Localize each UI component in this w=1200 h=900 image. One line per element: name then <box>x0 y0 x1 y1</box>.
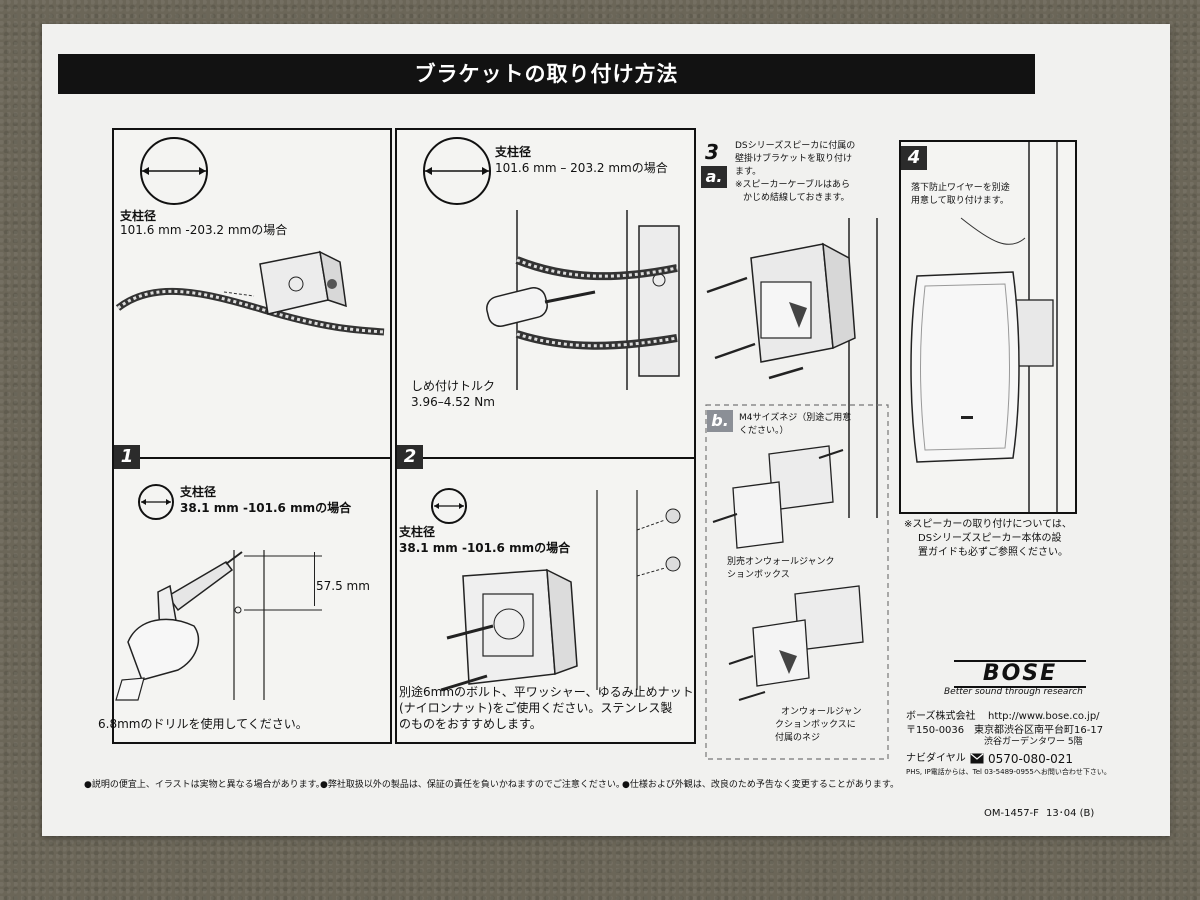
step-3a-text-1: DSシリーズスピーカに付属の <box>735 141 856 151</box>
company-address-2: 渋谷ガーデンタワー 5階 <box>984 737 1083 747</box>
dimension-line <box>314 552 315 606</box>
brand-tagline: Better sound through research <box>944 687 1083 697</box>
phs-note: PHS, IP電話からは、Tel 03-5489-0955へお問い合わせ下さい。 <box>906 768 1111 776</box>
panel-pole-large-torque-and-step-2: 支柱径 101.6 mm – 203.2 mmの場合 しめ付けトルク 3.96–… <box>395 128 696 744</box>
step-2-diameter-label: 支柱径 <box>399 525 436 539</box>
junction-box-label-2: ションボックス <box>727 570 790 580</box>
company-postal: 〒150-0036 <box>906 725 965 736</box>
pole-diameter-range: 101.6 mm – 203.2 mmの場合 <box>495 161 668 175</box>
step-3a-text-4: ※スピーカーケーブルはあら <box>735 180 851 190</box>
step-3a-text-3: ます。 <box>735 167 762 177</box>
step-2-caption-line-3: のものをおすすめします。 <box>399 717 542 731</box>
navi-dial-number: 0570-080-021 <box>988 752 1074 766</box>
screw-label-1: オンウォールジャン <box>781 707 862 717</box>
junction-box-illustration <box>712 445 864 701</box>
step-3b-dashed-frame <box>705 404 889 760</box>
step-3-number: 3 <box>705 140 719 164</box>
pole-diameter-small-icon <box>138 484 174 520</box>
mounted-speaker-illustration <box>910 142 1058 512</box>
step-1-caption: 6.8mmのドリルを使用してください。 <box>98 717 308 731</box>
navi-dial-label: ナビダイヤル <box>906 753 966 764</box>
step-2-diameter-range: 38.1 mm -101.6 mmの場合 <box>399 541 571 555</box>
step-3b-badge: b. <box>707 410 733 432</box>
drill-illustration <box>115 550 322 701</box>
install-note-3: 置ガイドも必ずご参照ください。 <box>918 547 1068 558</box>
bose-logo: BOSE <box>954 660 1086 688</box>
bracket-bolts-illustration <box>440 490 681 692</box>
company-address-1: 東京都渋谷区南平台町16-17 <box>974 725 1104 736</box>
wall-bracket-illustration <box>706 218 878 518</box>
company-url: http://www.bose.co.jp/ <box>988 711 1100 722</box>
step-2-caption-line-1: 別途6mmのボルト、平ワッシャー、ゆるみ止めナット <box>399 685 694 699</box>
footer-note-1: ●説明の便宜上、イラストは実物と異なる場合があります。 <box>84 780 325 790</box>
pole-diameter-label: 支柱径 <box>120 209 157 223</box>
company-name: ボーズ株式会社 <box>906 711 976 722</box>
step-3a-text-5: かじめ結線しておきます。 <box>743 193 850 203</box>
pole-diameter-icon <box>423 137 491 205</box>
panel-step-4: 4 落下防止ワイヤーを別途 用意して取り付けます。 <box>899 140 1077 514</box>
screw-label-2: クションボックスに <box>775 720 856 730</box>
pole-diameter-range: 101.6 mm -203.2 mmの場合 <box>120 223 288 237</box>
pole-diameter-label: 支柱径 <box>495 145 532 159</box>
safety-wire-text-2: 用意して取り付けます。 <box>911 196 1009 206</box>
dimension-value: 57.5 mm <box>316 579 370 593</box>
pole-diameter-icon <box>140 137 208 205</box>
torque-label: しめ付けトルク <box>411 379 496 393</box>
pole-diameter-small-icon <box>431 488 467 524</box>
junction-box-label-1: 別売オンウォールジャンク <box>727 557 835 567</box>
phone-icon <box>970 753 984 764</box>
step-2-caption-line-2: (ナイロンナット)をご使用ください。ステンレス製 <box>399 701 673 715</box>
document-code: OM-1457-F <box>984 808 1039 819</box>
footer-note-2: ●弊社取扱以外の製品は、保証の責任を負いかねますのでご注意ください。 <box>320 780 625 790</box>
page-title: ブラケットの取り付け方法 <box>58 54 1035 94</box>
torque-value: 3.96–4.52 Nm <box>411 395 495 409</box>
document-date: 13･04 (B) <box>1046 808 1095 819</box>
step-3a-text-2: 壁掛けブラケットを取り付け <box>735 154 853 164</box>
panel-step-3: 3 a. DSシリーズスピーカに付属の 壁掛けブラケットを取り付け ます。 ※ス… <box>699 128 892 760</box>
bracket-with-band-illustration <box>115 250 385 336</box>
panel-divider <box>114 457 390 459</box>
step-1-diameter-label: 支柱径 <box>180 485 217 499</box>
footer-note-3: ●仕様および外観は、改良のため予告なく変更することがあります。 <box>622 780 899 790</box>
screw-label-3: 付属のネジ <box>775 733 821 743</box>
step-1-badge: 1 <box>114 445 140 469</box>
step-3b-text-1: M4サイズネジ（別途ご用意 <box>739 413 852 423</box>
bose-logo-text: BOSE <box>982 661 1058 686</box>
step-2-badge: 2 <box>397 445 423 469</box>
step-3a-badge: a. <box>701 166 727 188</box>
install-note-1: ※スピーカーの取り付けについては、 <box>904 519 1072 530</box>
install-note-2: DSシリーズスピーカー本体の設 <box>918 533 1062 544</box>
safety-wire-text-1: 落下防止ワイヤーを別途 <box>911 183 1010 193</box>
step-4-badge: 4 <box>901 146 927 170</box>
panel-pole-large-and-step-1: 支柱径 101.6 mm -203.2 mmの場合 1 支柱径 38.1 mm … <box>98 128 392 744</box>
screwdriver-band-illustration <box>486 210 680 390</box>
step-1-diameter-range: 38.1 mm -101.6 mmの場合 <box>180 501 352 515</box>
panel-divider <box>397 457 694 459</box>
step-3b-text-2: ください。） <box>739 426 789 436</box>
